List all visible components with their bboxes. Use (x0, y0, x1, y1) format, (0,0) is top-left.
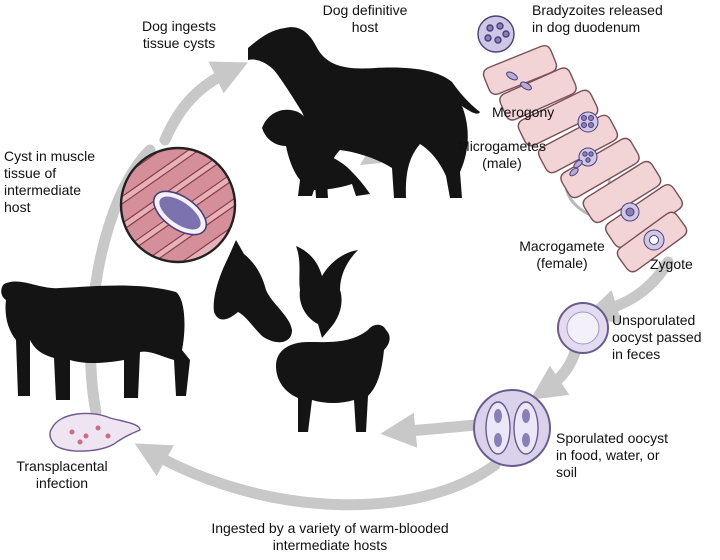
label-cyst-muscle-line2: tissue of (4, 165, 57, 181)
label-transplacental-line2: infection (35, 475, 89, 491)
label-transplacental-infection: Transplacental infection (2, 458, 122, 492)
label-dog-ingests-line2: tissue cysts (142, 35, 216, 51)
horse-head-silhouette (213, 240, 292, 343)
goat-head-silhouette (296, 246, 358, 338)
label-cyst-muscle-line4: host (4, 199, 31, 215)
merogony-stages (577, 111, 665, 251)
dog-definitive-host-silhouette (248, 27, 480, 198)
placenta-tissue (49, 412, 141, 452)
sheep-silhouette (276, 324, 390, 432)
label-cyst-muscle-line3: intermediate (4, 182, 82, 198)
sporulated-oocyst (473, 389, 551, 467)
label-unsporulated-oocyst: Unsporulated oocyst passed in feces (612, 312, 702, 363)
arrow-muscle-cyst-to-dog (159, 61, 248, 146)
label-microgametes-line1: Microgametes (458, 138, 546, 154)
tissue-cyst-released (477, 15, 515, 53)
label-unsporulated-line3: in feces (612, 346, 661, 362)
label-bradyzoites: Bradyzoites released in dog duodenum (532, 2, 663, 36)
label-transplacental-line1: Transplacental (16, 458, 108, 474)
free-zoites (506, 71, 583, 177)
label-merogony: Merogony (492, 104, 554, 121)
label-macrogamete: Macrogamete (female) (500, 238, 624, 272)
label-unsporulated-line2: oocyst passed (612, 329, 702, 345)
cycle-arrows (85, 61, 674, 511)
label-sporulated-line3: soil (556, 464, 578, 480)
cow-silhouette (1, 281, 190, 400)
arrow-sporulated-to-cow (134, 443, 501, 511)
label-cyst-muscle-line1: Cyst in muscle (4, 148, 96, 164)
unsporulated-oocyst (557, 302, 609, 354)
label-zygote-line1: Zygote (650, 256, 693, 272)
label-dog-ingests: Dog ingests tissue cysts (104, 18, 254, 52)
label-merogony-line1: Merogony (492, 104, 555, 120)
arrow-sporulated-to-sheep (380, 412, 481, 448)
arrow-zygote-to-unsporulated (583, 256, 674, 324)
label-microgametes: Microgametes (male) (444, 138, 560, 172)
label-bradyzoites-line1: Bradyzoites released (532, 2, 663, 18)
arrow-unsporulated-to-sporulated (530, 346, 581, 400)
label-cyst-in-muscle: Cyst in muscle tissue of intermediate ho… (4, 148, 95, 216)
label-dog-ingests-line1: Dog ingests (142, 18, 216, 34)
puppy-silhouette (262, 109, 370, 196)
label-unsporulated-line1: Unsporulated (612, 312, 696, 328)
label-microgametes-line2: (male) (482, 155, 522, 171)
label-macrogamete-line1: Macrogamete (519, 238, 605, 254)
label-sporulated-line2: in food, water, or (556, 447, 660, 463)
label-ingested-by-hosts: Ingested by a variety of warm-blooded in… (150, 520, 510, 554)
label-zygote: Zygote (650, 256, 693, 273)
intestinal-epithelium (482, 44, 688, 273)
label-ingested-line1: Ingested by a variety of warm-blooded (211, 520, 449, 536)
label-bradyzoites-line2: in dog duodenum (532, 19, 641, 35)
label-dog-host-line2: host (351, 19, 379, 35)
label-dog-definitive-host: Dog definitive host (290, 2, 440, 36)
label-sporulated-oocyst: Sporulated oocyst in food, water, or soi… (556, 430, 668, 481)
muscle-tissue-cyst (119, 146, 237, 264)
label-sporulated-line1: Sporulated oocyst (556, 430, 669, 446)
label-macrogamete-line2: (female) (536, 255, 588, 271)
label-dog-host-line1: Dog definitive (322, 2, 408, 18)
label-ingested-line2: intermediate hosts (272, 537, 388, 553)
